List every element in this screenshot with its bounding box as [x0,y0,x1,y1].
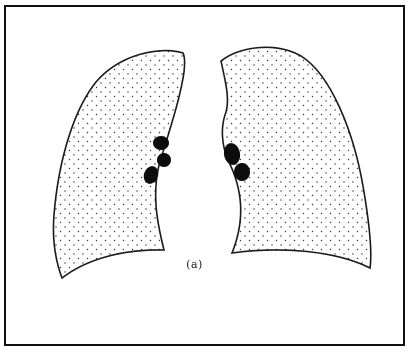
hilar-node-left-2 [157,153,171,167]
hilar-node-right-2 [234,163,250,181]
figure-caption: (a) [0,258,389,271]
right-lung [221,47,371,268]
right-lung-outline [221,47,371,268]
left-lung [53,51,184,278]
hilar-node-left-1 [153,136,169,150]
